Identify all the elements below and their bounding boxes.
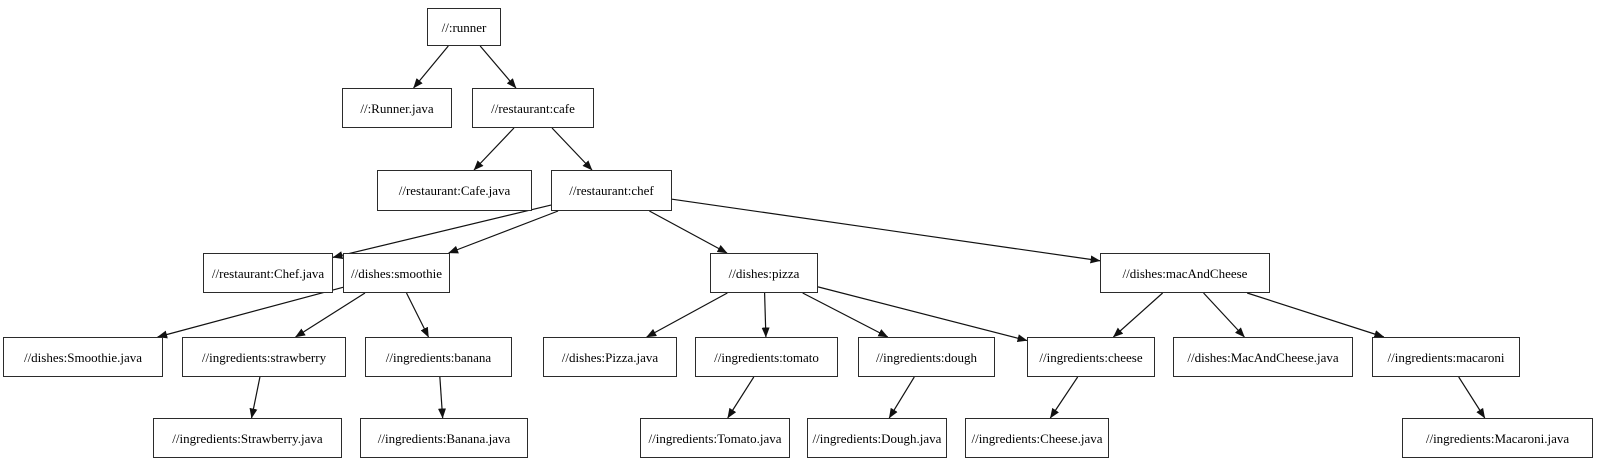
graph-edge-pizza-to-dough [802,292,889,338]
graph-node-label: //ingredients:Banana.java [377,430,511,446]
graph-edge-chef-to-pizza [649,210,728,254]
graph-edge-chef-to-smoothie [448,210,559,254]
graph-edge-mac_and_cheese-to-macaroni [1246,292,1385,338]
graph-node-label: //ingredients:banana [385,349,492,365]
graph-edge-macaroni-to-macaroni_java [1458,376,1486,419]
graph-node-smoothie: //dishes:smoothie [343,253,450,293]
graph-node-cheese: //ingredients:cheese [1027,337,1155,377]
graph-edge-mac_and_cheese-to-mac_and_cheese_java [1203,292,1245,338]
graph-node-chef: //restaurant:chef [551,170,672,211]
graph-edge-chef-to-chef_java [332,204,552,260]
graph-node-label: //dishes:pizza [728,265,800,281]
graph-node-mac_and_cheese: //dishes:macAndCheese [1100,253,1270,293]
graph-node-label: //ingredients:Strawberry.java [172,430,323,446]
graph-edge-pizza-to-tomato [761,292,770,338]
graph-node-label: //ingredients:strawberry [201,349,327,365]
graph-node-label: //dishes:macAndCheese [1122,265,1248,281]
graph-edge-tomato-to-tomato_java [727,376,755,419]
graph-node-label: //ingredients:dough [875,349,978,365]
graph-node-label: //ingredients:Tomato.java [648,430,782,446]
graph-node-strawberry: //ingredients:strawberry [182,337,346,377]
graph-node-label: //dishes:Smoothie.java [23,349,143,365]
graph-node-pizza_java: //dishes:Pizza.java [543,337,677,377]
graph-edge-smoothie-to-banana [405,292,430,338]
graph-node-label: //ingredients:Dough.java [812,430,942,446]
graph-edge-runner-to-cafe [479,45,517,89]
graph-edge-strawberry-to-strawberry_java [249,376,261,419]
graph-node-tomato_java: //ingredients:Tomato.java [640,418,790,458]
graph-edge-smoothie-to-smoothie_java [157,286,344,339]
graph-node-label: //dishes:smoothie [351,265,442,281]
graph-node-label: //:Runner.java [360,100,434,116]
graph-node-label: //ingredients:cheese [1039,349,1143,365]
graph-node-banana_java: //ingredients:Banana.java [360,418,528,458]
graph-node-label: //ingredients:tomato [714,349,819,365]
graph-node-label: //dishes:Pizza.java [561,349,659,365]
graph-node-label: //ingredients:Cheese.java [971,430,1103,446]
graph-node-smoothie_java: //dishes:Smoothie.java [3,337,163,377]
graph-node-cafe: //restaurant:cafe [472,88,594,128]
graph-node-label: //ingredients:Macaroni.java [1425,430,1570,446]
graph-node-runner: //:runner [427,8,501,46]
graph-node-label: //:runner [441,19,487,35]
graph-node-mac_and_cheese_java: //dishes:MacAndCheese.java [1173,337,1353,377]
graph-node-banana: //ingredients:banana [365,337,512,377]
graph-node-chef_java: //restaurant:Chef.java [203,253,333,293]
graph-node-macaroni_java: //ingredients:Macaroni.java [1402,418,1593,458]
graph-node-cheese_java: //ingredients:Cheese.java [965,418,1109,458]
graph-edge-mac_and_cheese-to-cheese [1112,292,1164,338]
graph-edge-dough-to-dough_java [888,376,915,419]
graph-edge-chef-to-mac_and_cheese [671,198,1101,264]
graph-edge-cafe-to-cafe_java [473,127,515,171]
graph-node-pizza: //dishes:pizza [710,253,818,293]
graph-node-cafe_java: //restaurant:Cafe.java [377,170,532,211]
graph-node-label: //restaurant:chef [569,183,654,198]
graph-node-tomato: //ingredients:tomato [695,337,838,377]
graph-node-label: //ingredients:macaroni [1387,349,1505,365]
graph-node-label: //restaurant:Cafe.java [398,183,511,198]
graph-node-label: //dishes:MacAndCheese.java [1187,349,1339,365]
graph-edge-cheese-to-cheese_java [1049,376,1079,419]
graph-node-dough: //ingredients:dough [858,337,995,377]
graph-edge-smoothie-to-strawberry [295,292,366,338]
graph-edge-pizza-to-pizza_java [646,292,728,338]
graph-edge-cafe-to-chef [551,127,593,171]
graph-edge-runner-to-runner_java [413,45,449,89]
edge-group [157,45,1486,419]
graph-edge-pizza-to-cheese [817,286,1028,343]
graph-node-dough_java: //ingredients:Dough.java [807,418,947,458]
graph-edge-banana-to-banana_java [438,376,446,419]
graph-node-label: //restaurant:Chef.java [211,265,325,281]
graph-node-runner_java: //:Runner.java [342,88,452,128]
graph-node-macaroni: //ingredients:macaroni [1372,337,1520,377]
graph-node-label: //restaurant:cafe [491,100,575,116]
graph-node-strawberry_java: //ingredients:Strawberry.java [153,418,342,458]
